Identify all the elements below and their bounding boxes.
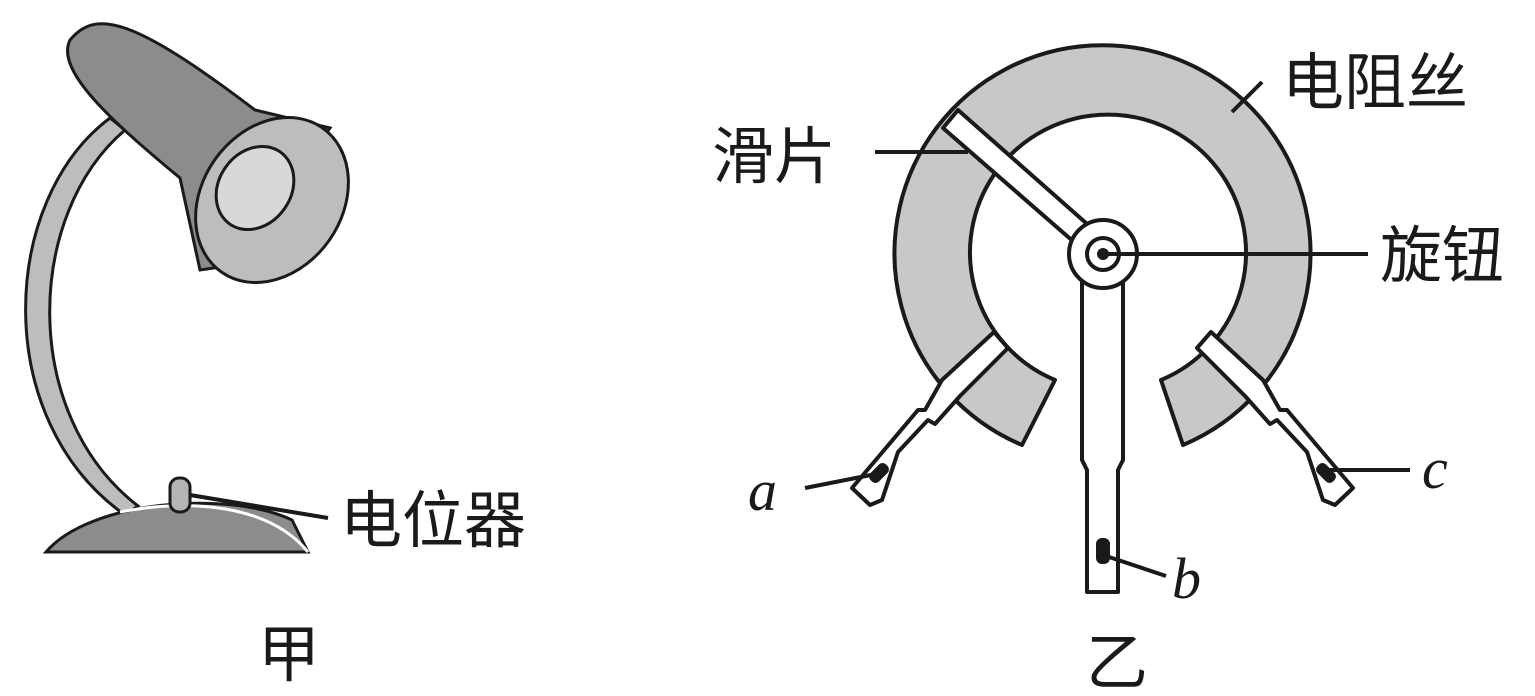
lamp-base-rim	[119, 504, 310, 553]
slider-label: 滑片	[712, 120, 836, 193]
terminal-b-leader	[1105, 554, 1167, 578]
potentiometer-knob	[168, 476, 192, 514]
wire-leader	[1230, 80, 1264, 114]
terminal-b-hole	[1096, 538, 1110, 564]
desk-lamp	[24, 22, 350, 554]
terminal-a	[850, 330, 1010, 507]
terminal-c	[1195, 330, 1355, 507]
terminal-a-leader	[804, 472, 877, 490]
resistance-wire-label: 电阻丝	[1282, 46, 1468, 119]
lamp-bulb	[214, 144, 296, 232]
caption-yi: 乙	[1086, 626, 1148, 696]
potentiometer	[804, 43, 1410, 594]
terminal-a-hole	[869, 463, 889, 483]
terminal-b-label: b	[1172, 546, 1201, 611]
terminal-c-hole	[1316, 463, 1336, 483]
terminal-b	[1080, 268, 1125, 594]
terminal-a-label: a	[748, 458, 777, 523]
potentiometer-leader	[189, 493, 329, 520]
terminal-c-label: c	[1422, 436, 1448, 501]
knob-label: 旋钮	[1380, 219, 1504, 292]
caption-jia: 甲	[258, 618, 320, 691]
potentiometer-label: 电位器	[340, 484, 526, 557]
lamp-arm	[24, 116, 141, 517]
